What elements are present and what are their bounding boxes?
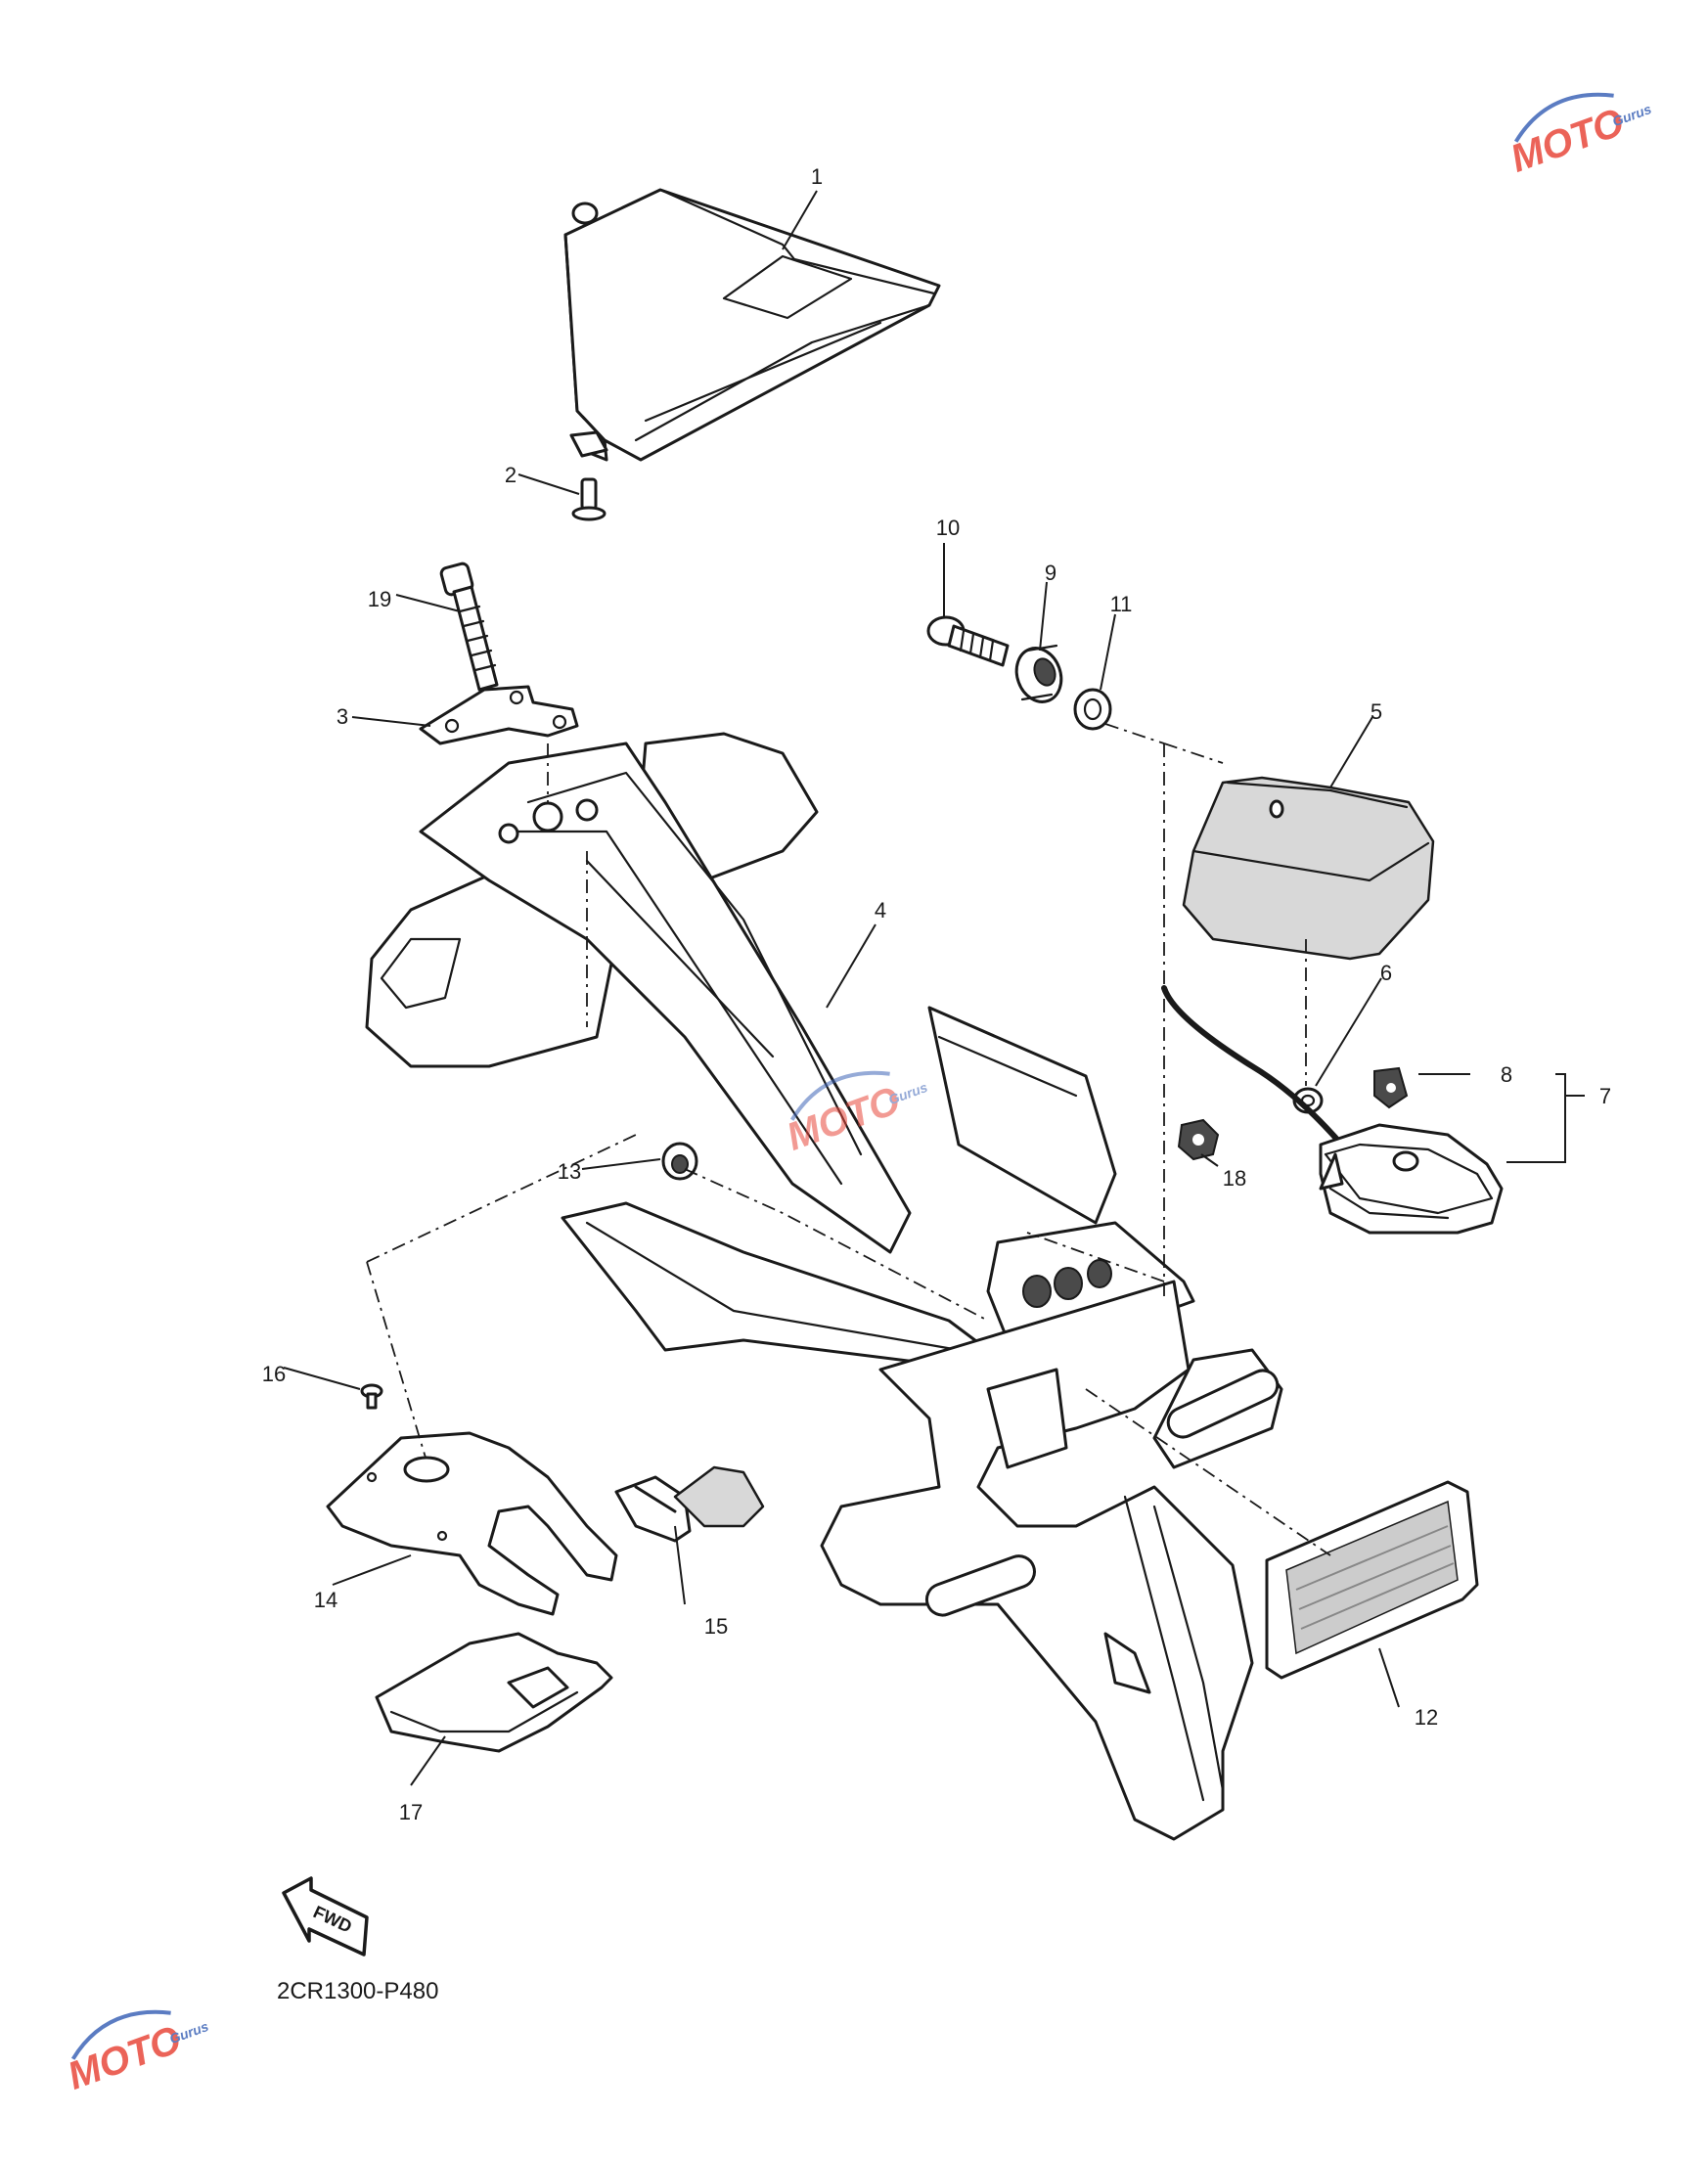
svg-text:Gurus: Gurus <box>167 2018 210 2047</box>
part-10-bolt <box>926 615 1010 667</box>
fwd-arrow: FWD <box>282 1876 369 1957</box>
part-5-lens-cover <box>1182 776 1435 961</box>
part-11-collar <box>1073 688 1112 731</box>
callout-18: 18 <box>1223 1166 1246 1191</box>
callout-19: 19 <box>368 587 391 611</box>
part-15-damper <box>614 1465 765 1543</box>
callout-16: 16 <box>262 1362 286 1386</box>
callout-5: 5 <box>1371 699 1382 724</box>
svg-text:MOTO: MOTO <box>63 2018 187 2098</box>
svg-text:MOTO: MOTO <box>1506 101 1630 181</box>
part-13-nut <box>661 1142 698 1181</box>
callout-10: 10 <box>936 516 960 540</box>
watermark-logo-top: MOTO Gurus <box>1506 92 1653 181</box>
callout-7: 7 <box>1599 1084 1611 1108</box>
part-8-clip <box>1373 1066 1409 1109</box>
svg-text:Gurus: Gurus <box>1610 101 1653 129</box>
svg-text:Gurus: Gurus <box>886 1079 929 1107</box>
part-7-lamp-assembly <box>1161 985 1504 1235</box>
part-12-reflector <box>1265 1480 1479 1680</box>
callout-14: 14 <box>314 1588 337 1612</box>
watermark-logo-bottom: MOTO Gurus <box>63 2009 210 2098</box>
callout-17: 17 <box>399 1800 423 1824</box>
part-19-bolt <box>439 562 499 692</box>
assembly-lines <box>366 723 1331 1556</box>
license-plate-bracket <box>820 1280 1283 1841</box>
callout-11: 11 <box>1110 592 1133 616</box>
callout-4: 4 <box>875 898 886 922</box>
callout-15: 15 <box>704 1614 728 1639</box>
part-16-screw <box>360 1383 383 1410</box>
part-18-nut <box>1177 1118 1220 1161</box>
part-17-plate-bracket <box>375 1632 613 1753</box>
part-14-bracket <box>326 1431 618 1616</box>
callout-2: 2 <box>505 463 517 487</box>
callout-13: 13 <box>558 1159 581 1184</box>
callout-labels: 1 2 3 4 5 6 7 8 9 10 11 12 13 14 15 16 1… <box>262 164 1611 1824</box>
callout-6: 6 <box>1380 961 1392 985</box>
leader-lines <box>283 190 1585 1786</box>
part-2-rivet <box>571 477 607 521</box>
part-1-tail-light-housing <box>563 188 941 462</box>
callout-12: 12 <box>1415 1705 1438 1730</box>
part-4-rear-fender <box>365 732 1195 1372</box>
callout-9: 9 <box>1045 561 1056 585</box>
diagram-code: 2CR1300-P480 <box>277 1978 438 2004</box>
callout-8: 8 <box>1501 1062 1512 1087</box>
part-3-plate <box>419 685 579 745</box>
callout-1: 1 <box>811 164 823 189</box>
part-9-grommet <box>1014 644 1063 703</box>
callout-3: 3 <box>337 704 348 729</box>
